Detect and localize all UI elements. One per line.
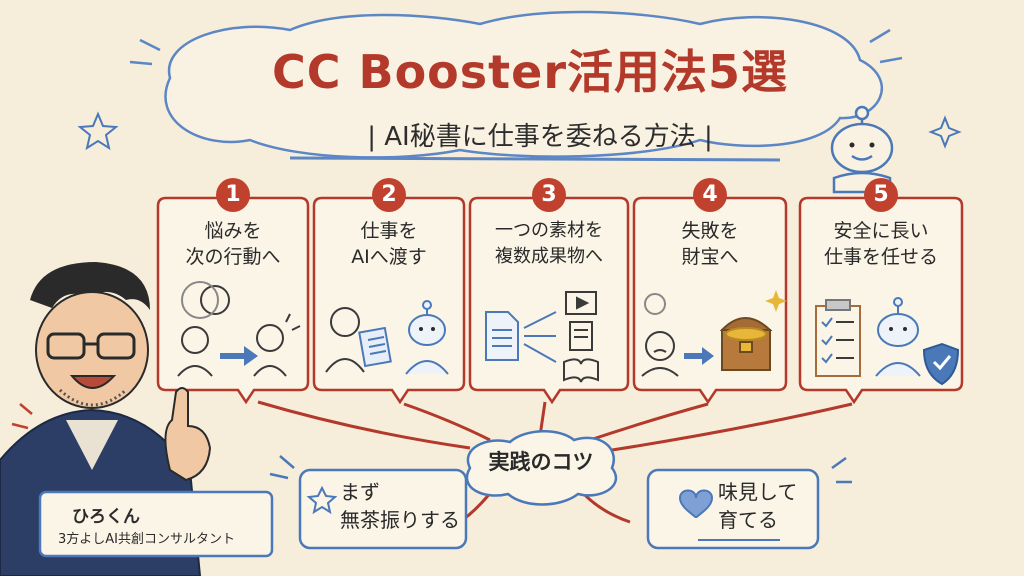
robot-icon bbox=[405, 300, 449, 375]
robot-icon bbox=[830, 105, 894, 194]
page-title: CC Booster活用法5選 bbox=[271, 45, 789, 99]
nameplate-frame bbox=[38, 490, 274, 558]
arrow-right-icon bbox=[220, 346, 258, 366]
shield-icon bbox=[922, 342, 960, 386]
step-number-4: 4 bbox=[693, 178, 727, 212]
heart-icon bbox=[678, 489, 714, 519]
worried-person-icon bbox=[177, 281, 230, 377]
step-3-text: 一つの素材を 複数成果物へ bbox=[495, 220, 603, 267]
presenter-beard bbox=[58, 388, 127, 407]
star-icon bbox=[77, 111, 119, 151]
presenter-mouth bbox=[69, 375, 117, 389]
robot-icon bbox=[875, 297, 921, 377]
subtitle-underline bbox=[289, 156, 781, 162]
tip-2-text: 味見して 育てる bbox=[718, 480, 798, 532]
sparkle-lines bbox=[269, 455, 852, 484]
step-number-3: 3 bbox=[532, 178, 566, 212]
video-icon bbox=[565, 291, 597, 315]
glasses-icon bbox=[46, 332, 136, 360]
treasure-chest-icon bbox=[719, 317, 773, 371]
step-number-2: 2 bbox=[372, 178, 406, 212]
sparkle-lines bbox=[129, 28, 903, 66]
page-subtitle: | AI秘書に仕事を委ねる方法 | bbox=[367, 122, 713, 152]
pointing-hand-icon bbox=[164, 387, 212, 482]
star-icon bbox=[306, 485, 338, 515]
presenter-face bbox=[35, 291, 149, 409]
tip-2-frame bbox=[646, 468, 820, 550]
document-icon bbox=[569, 321, 593, 351]
presenter-name: ひろくん bbox=[72, 507, 140, 527]
tip-1-frame bbox=[298, 468, 468, 550]
arrow-right-icon bbox=[684, 347, 714, 365]
step-2-text: 仕事を AIへ渡す bbox=[351, 220, 427, 268]
sparkle-icon bbox=[928, 115, 962, 149]
tip-1-text: まず 無茶振りする bbox=[340, 480, 460, 532]
step-1-text: 悩みを 次の行動へ bbox=[185, 220, 281, 268]
card-2-frame bbox=[312, 196, 466, 405]
presenter-role: 3方よしAI共創コンサルタント bbox=[58, 532, 235, 547]
sparkle-icon bbox=[765, 290, 787, 312]
sad-person-icon bbox=[641, 293, 679, 377]
checklist-icon bbox=[815, 299, 861, 377]
presenter-hair bbox=[30, 262, 150, 310]
center-cloud bbox=[465, 430, 618, 506]
idea-person-icon bbox=[253, 313, 301, 377]
checkmark-lines bbox=[821, 317, 854, 364]
handoff-icon bbox=[325, 307, 392, 373]
presenter-shirt bbox=[66, 420, 118, 470]
step-4-text: 失敗を 財宝へ bbox=[681, 220, 739, 268]
step-number-1: 1 bbox=[216, 178, 250, 212]
step-5-text: 安全に長い 仕事を任せる bbox=[823, 220, 938, 268]
center-label: 実践のコツ bbox=[488, 450, 594, 474]
arrow-icon bbox=[523, 311, 557, 363]
step-number-5: 5 bbox=[864, 178, 898, 212]
document-icon bbox=[485, 311, 519, 361]
book-icon bbox=[563, 358, 599, 383]
connector-arrows bbox=[257, 400, 853, 524]
